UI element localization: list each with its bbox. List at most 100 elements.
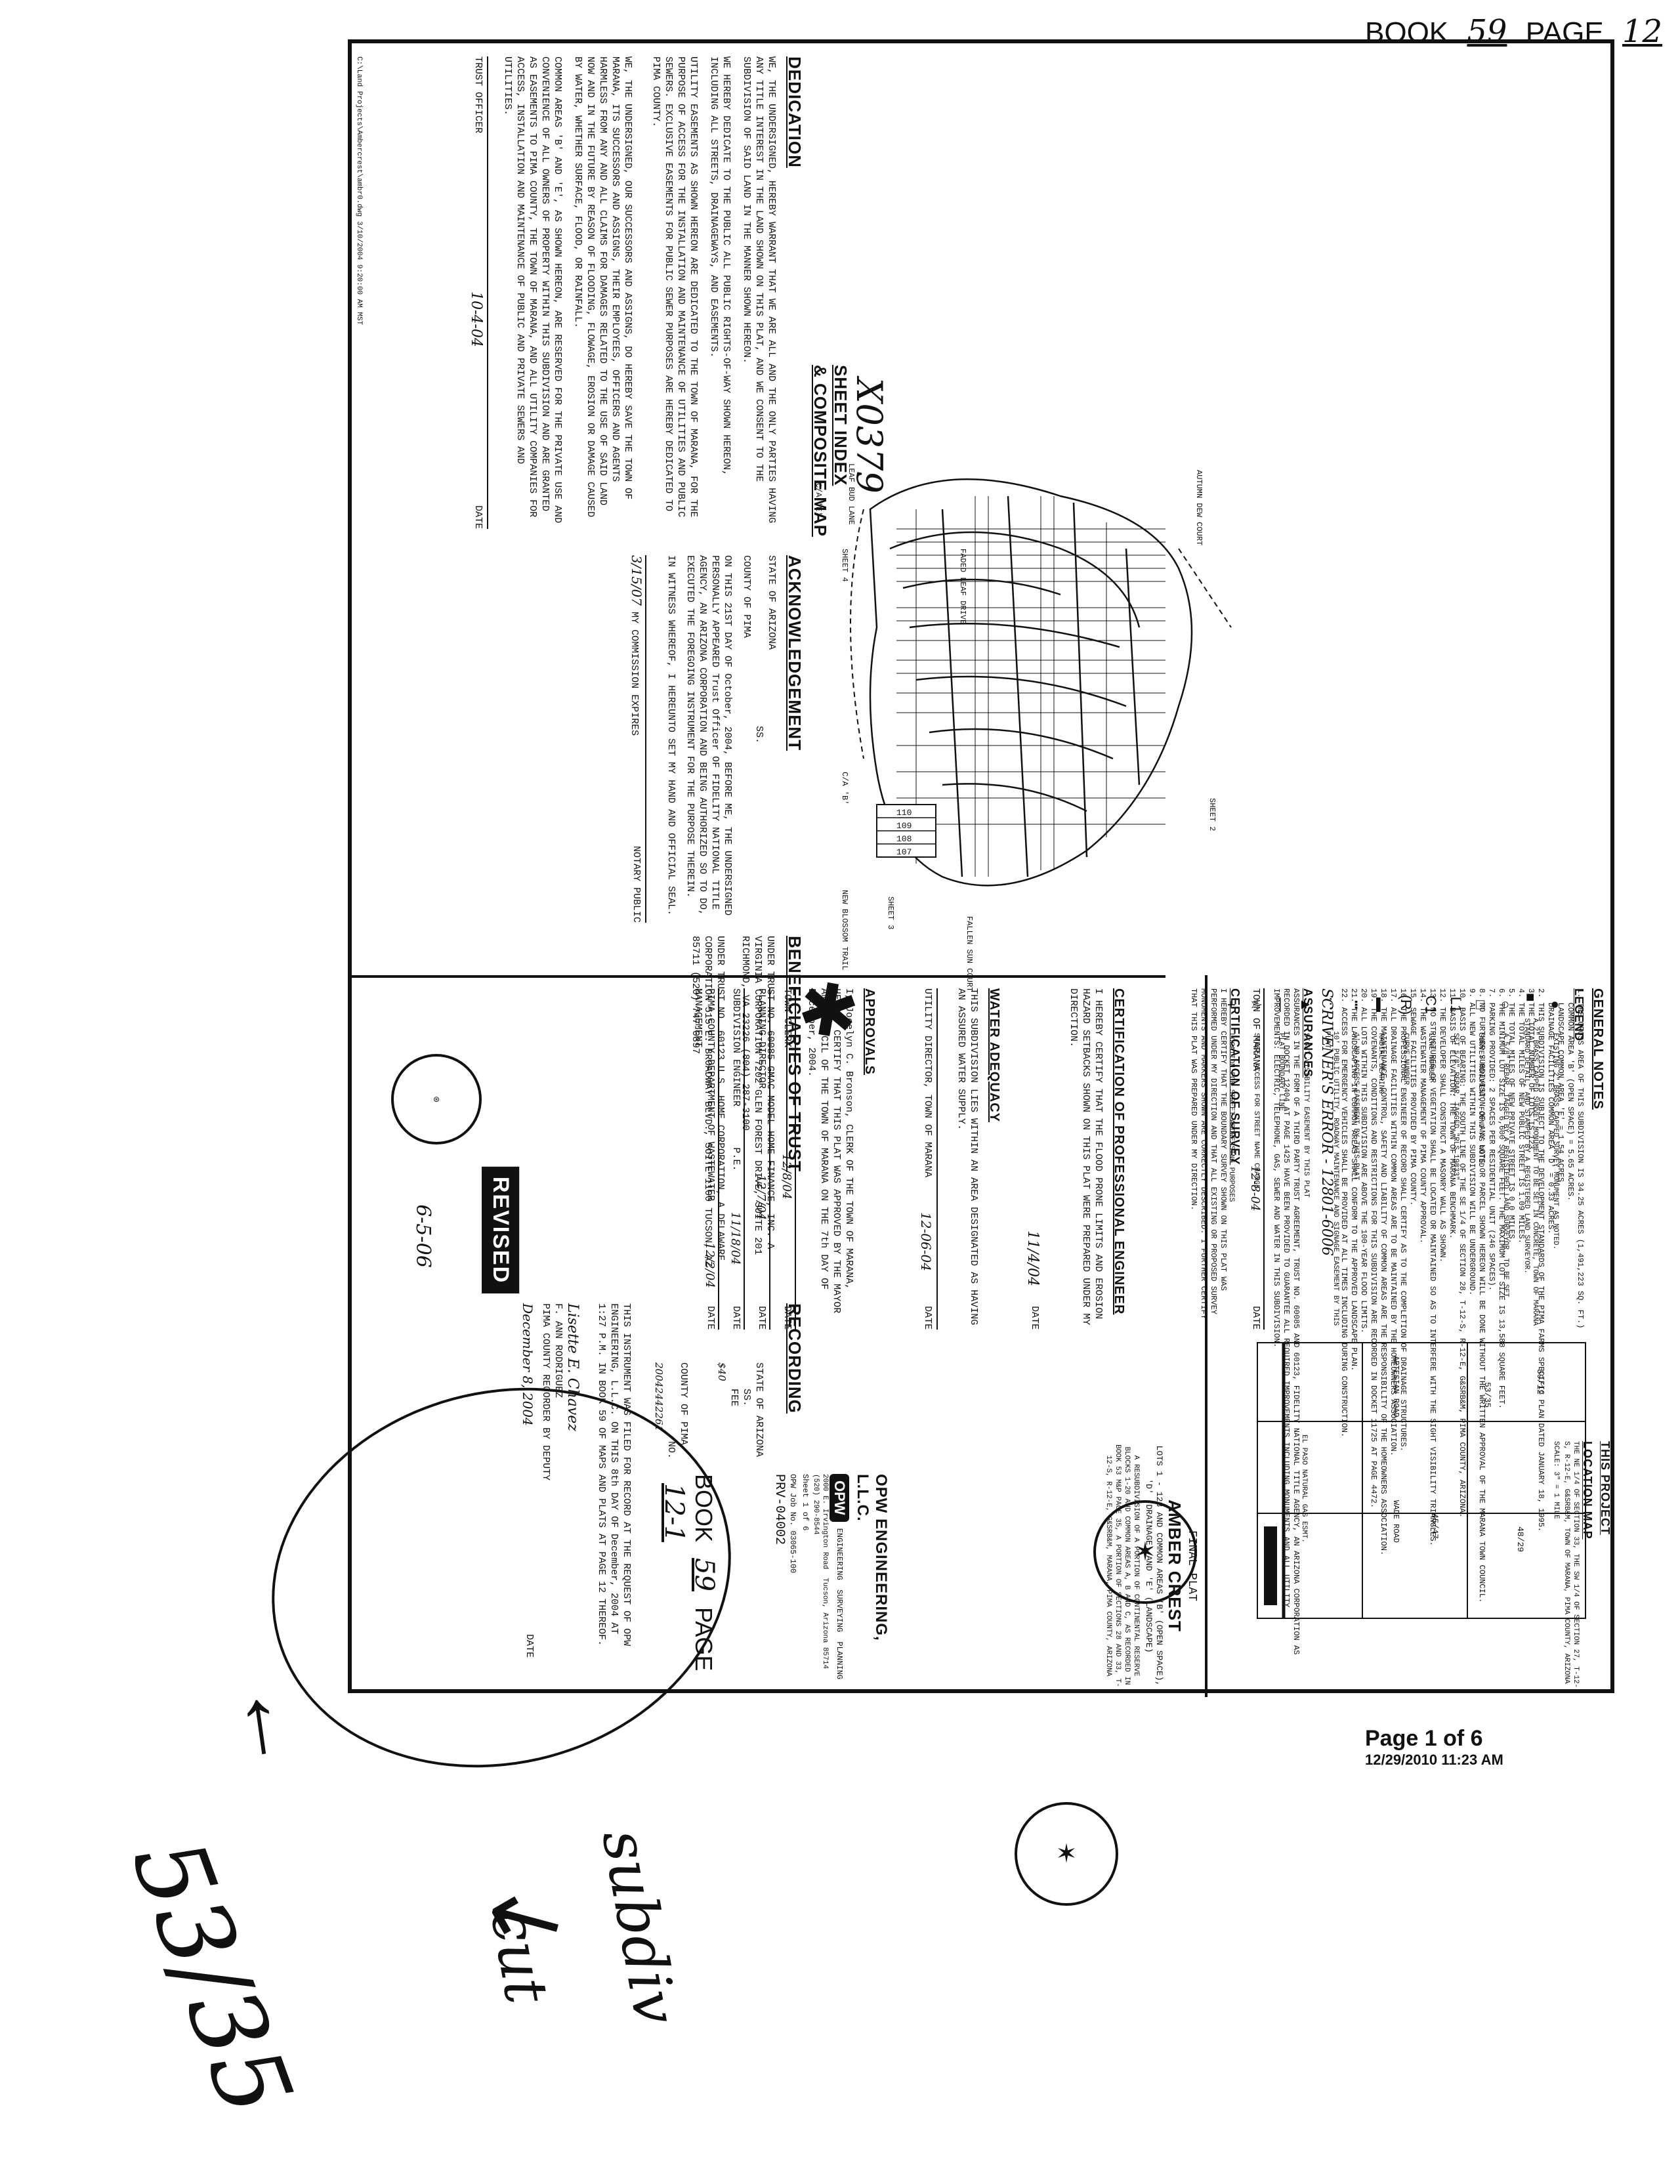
legend-symbol: ⋯ <box>1323 996 1339 1011</box>
approval-wastewater-date-label: DATE <box>705 1305 716 1330</box>
approval-engineer-title: SUBDIVISION ENGINEER <box>730 988 742 1107</box>
legend-symbol: ▬ <box>1373 998 1389 1012</box>
firm-name: OPW ENGINEERING, L.L.C. <box>854 1474 890 1641</box>
sheet-index-map: SHEET INDEX & COMPOSITE MAP X0379 <box>810 352 1349 992</box>
acknowledgement-title: ACKNOWLEDGEMENT <box>785 555 805 751</box>
book-value: 59 <box>1467 13 1507 50</box>
approval-engineer-date-label: DATE <box>730 1305 742 1330</box>
cert-engineer-date: 11/4/04 <box>1024 1230 1041 1286</box>
legend-item: + LOCATION FOR STREET ADDRESSING PURPOSES <box>1219 988 1244 1330</box>
legend-text: SURVEY MONUMENT, FOUND AS NOTED <box>1477 1033 1485 1167</box>
legend-item: —PLAT BOUNDARY LINE <box>1269 988 1293 1330</box>
legend-items: ● EXISTING 2" BRASS CAPPED SURVEY MONUMEN… <box>1219 988 1568 1330</box>
legend-area: LEGEND ●EXISTING 2" BRASS CAPPED SURVEY … <box>1223 988 1599 1330</box>
legend-text: EXISTING 2" BRASS CAPPED SURVEY MONUMENT… <box>1551 1033 1560 1250</box>
cert-engineer-date-label: DATE <box>1029 1305 1040 1330</box>
revised-date: 6-5-06 <box>411 1204 434 1268</box>
legend-text: SIGHT VISIBILITY EASEMENT BY THIS PLAT <box>1302 1033 1311 1198</box>
revised-stamp: REVISED <box>482 1166 520 1294</box>
water-adequacy-date-label: DATE <box>922 1305 933 1330</box>
seal-icon: ⊛ <box>432 1095 440 1104</box>
ack-commission-date: 3/15/07 <box>629 555 644 606</box>
ca-b-label: C/A 'B' <box>840 772 849 805</box>
surveyor-seal: ✶ <box>1015 1802 1118 1906</box>
engineer-mark: ✱ <box>791 965 866 1057</box>
parcel-48-29: 48/29 <box>1515 1526 1525 1553</box>
plat-sheet: DEDICATION WE, THE UNDERSIGNED, HEREBY W… <box>348 39 1614 1906</box>
approval-wastewater-date: 12/2/04 <box>703 1242 717 1288</box>
road-wade: WADE ROAD <box>1391 1500 1400 1543</box>
firm-job-no: OPW Job No. 03065-100 <box>788 1474 797 1574</box>
fax-timestamp: 12/29/2010 11:23 AM <box>1365 1752 1503 1768</box>
cad-path: C:\Land Projects\Ambercrest\ambr0.dwg 3/… <box>355 56 363 326</box>
street-leaf-bud: LEAF BUD LANE <box>847 463 856 525</box>
location-map: ARTESIAN ROAD WADE ROAD EL PASO NATURAL … <box>1244 1330 1599 1631</box>
dedication-para1: WE, THE UNDERSIGNED, HEREBY WARRANT THAT… <box>741 56 777 530</box>
approval-planning-date: 12/7/04 <box>754 1174 768 1221</box>
legend-symbol: ▲ <box>1298 998 1314 1012</box>
legend-text: RADIAL BEARING <box>1377 1033 1385 1094</box>
handwritten-53-35: 53/35 <box>109 1824 314 2130</box>
legend-text: LOCATION FOR STREET ADDRESSING PURPOSES <box>1227 1033 1236 1202</box>
approval-row-wastewater: PIMA COUNTY DEPARTMENT OF WASTEWATER MAN… <box>692 988 719 1330</box>
revised-label: REVISED <box>488 1176 514 1284</box>
approval-clerk-date-label: DATE <box>782 1305 793 1330</box>
dedication-section: DEDICATION WE, THE UNDERSIGNED, HEREBY W… <box>650 56 805 529</box>
section-divider <box>352 975 1166 978</box>
legend-item: ● EXISTING 2" BRASS CAPPED SURVEY MONUMEN… <box>1543 988 1568 1330</box>
handwritten-arrow-up: ↑ <box>229 1665 289 1774</box>
dedication-para5: COMMON AREAS 'B' AND 'E', AS SHOWN HEREO… <box>502 56 563 530</box>
approval-row-planning: PLANNING DIRECTOR 12/7/04 DATE <box>754 988 770 1330</box>
road-el-paso: EL PASO NATURAL GAS ESMT. <box>1300 1435 1308 1544</box>
sheet-3-label: SHEET 3 <box>886 896 895 930</box>
water-adequacy-signer: UTILITY DIRECTOR, TOWN OF MARANA <box>922 988 933 1178</box>
engineer-seal-icon: ✶ <box>1134 1538 1156 1566</box>
approval-wastewater-title: PIMA COUNTY DEPARTMENT OF WASTEWATER MAN… <box>692 988 716 1208</box>
composite-map <box>850 478 1232 887</box>
legend-text: STREET ACCESS FOR STREET NAME CHANGE <box>1252 1033 1261 1189</box>
legend-symbol: + <box>1223 1000 1240 1009</box>
this-project-label: THIS PROJECT <box>1599 1441 1612 1536</box>
surveyor-seal-icon: ✶ <box>1055 1839 1078 1868</box>
parcel-45-47: 45/47 <box>1430 1513 1440 1540</box>
legend-symbol: □ <box>1473 1000 1489 1009</box>
fax-page: Page 1 of 6 <box>1365 1726 1483 1751</box>
ack-commission-text: MY COMMISSION EXPIRES <box>629 612 640 736</box>
ca-e-label: C/A 'E' <box>814 483 823 516</box>
street-faded-leaf: FADED LEAF DRIVE <box>958 549 967 625</box>
approval-engineer-date: 11/18/04 <box>728 1211 742 1265</box>
legend-item: ■A 2" BRASS CAPPED SURVEY MONUMENT TO BE… <box>1518 988 1543 1330</box>
ack-state: STATE OF ARIZONA <box>766 555 777 650</box>
dedication-date: 10-4-04 <box>468 291 484 347</box>
legend-item: (R)CURVE NUMBER <box>1393 988 1418 1330</box>
dedication-para4: WE, THE UNDERSIGNED, OUR SUCCESSORS AND … <box>572 56 633 524</box>
road-artesian: ARTESIAN ROAD <box>1391 1356 1400 1418</box>
legend-symbol: ● <box>1547 1000 1564 1009</box>
firm-address: 2000 E. Irvington Road Tucson, Arizona 8… <box>812 1474 829 1678</box>
acknowledgement-section: ACKNOWLEDGEMENT STATE OF ARIZONA SS. COU… <box>628 555 805 923</box>
firm-sheet: Sheet 1 of 6 <box>801 1474 810 1531</box>
legend-divider <box>1205 975 1208 1697</box>
ack-body: ON THIS 21ST DAY OF October, 2004, BEFOR… <box>684 555 733 922</box>
firm-logo: OPW <box>830 1474 849 1522</box>
legend-text: 10' PUBLIC UTILITY, ROADWAY MAINTENANCE … <box>1323 1031 1339 1330</box>
ack-ss: SS. <box>753 726 765 744</box>
dedication-title: DEDICATION <box>785 56 805 168</box>
trust-officer-label: TRUST OFFICER <box>472 56 484 134</box>
parcel-59-12: 59/12 <box>1535 1369 1545 1395</box>
county-recorder-seal: ⊛ <box>391 1054 482 1144</box>
legend-item: ▲ SIGHT VISIBILITY EASEMENT BY THIS PLAT <box>1293 988 1318 1330</box>
legend-rot: LEGEND ●EXISTING 2" BRASS CAPPED SURVEY … <box>1223 988 1586 1330</box>
dedication-section-2: WE, THE UNDERSIGNED, OUR SUCCESSORS AND … <box>468 56 634 529</box>
legend-text: 1' NO ACCESS EASEMENT BY THIS PLAT <box>1352 1033 1360 1181</box>
legend-item: ▬ RADIAL BEARING <box>1368 988 1393 1330</box>
cert-engineer-title: CERTIFICATION OF PROFESSIONAL ENGINEER <box>1112 988 1126 1315</box>
engineer-seal: ✶ <box>1093 1500 1197 1604</box>
legend-symbol: ┅ <box>1348 1000 1364 1009</box>
fax-header: Page 1 of 6 12/29/2010 11:23 AM <box>1365 1726 1654 1778</box>
dedication-para3: UTILITY EASEMENTS AS SHOWN HEREON ARE DE… <box>650 56 699 524</box>
water-adequacy-date: 12-06-04 <box>918 1212 934 1271</box>
